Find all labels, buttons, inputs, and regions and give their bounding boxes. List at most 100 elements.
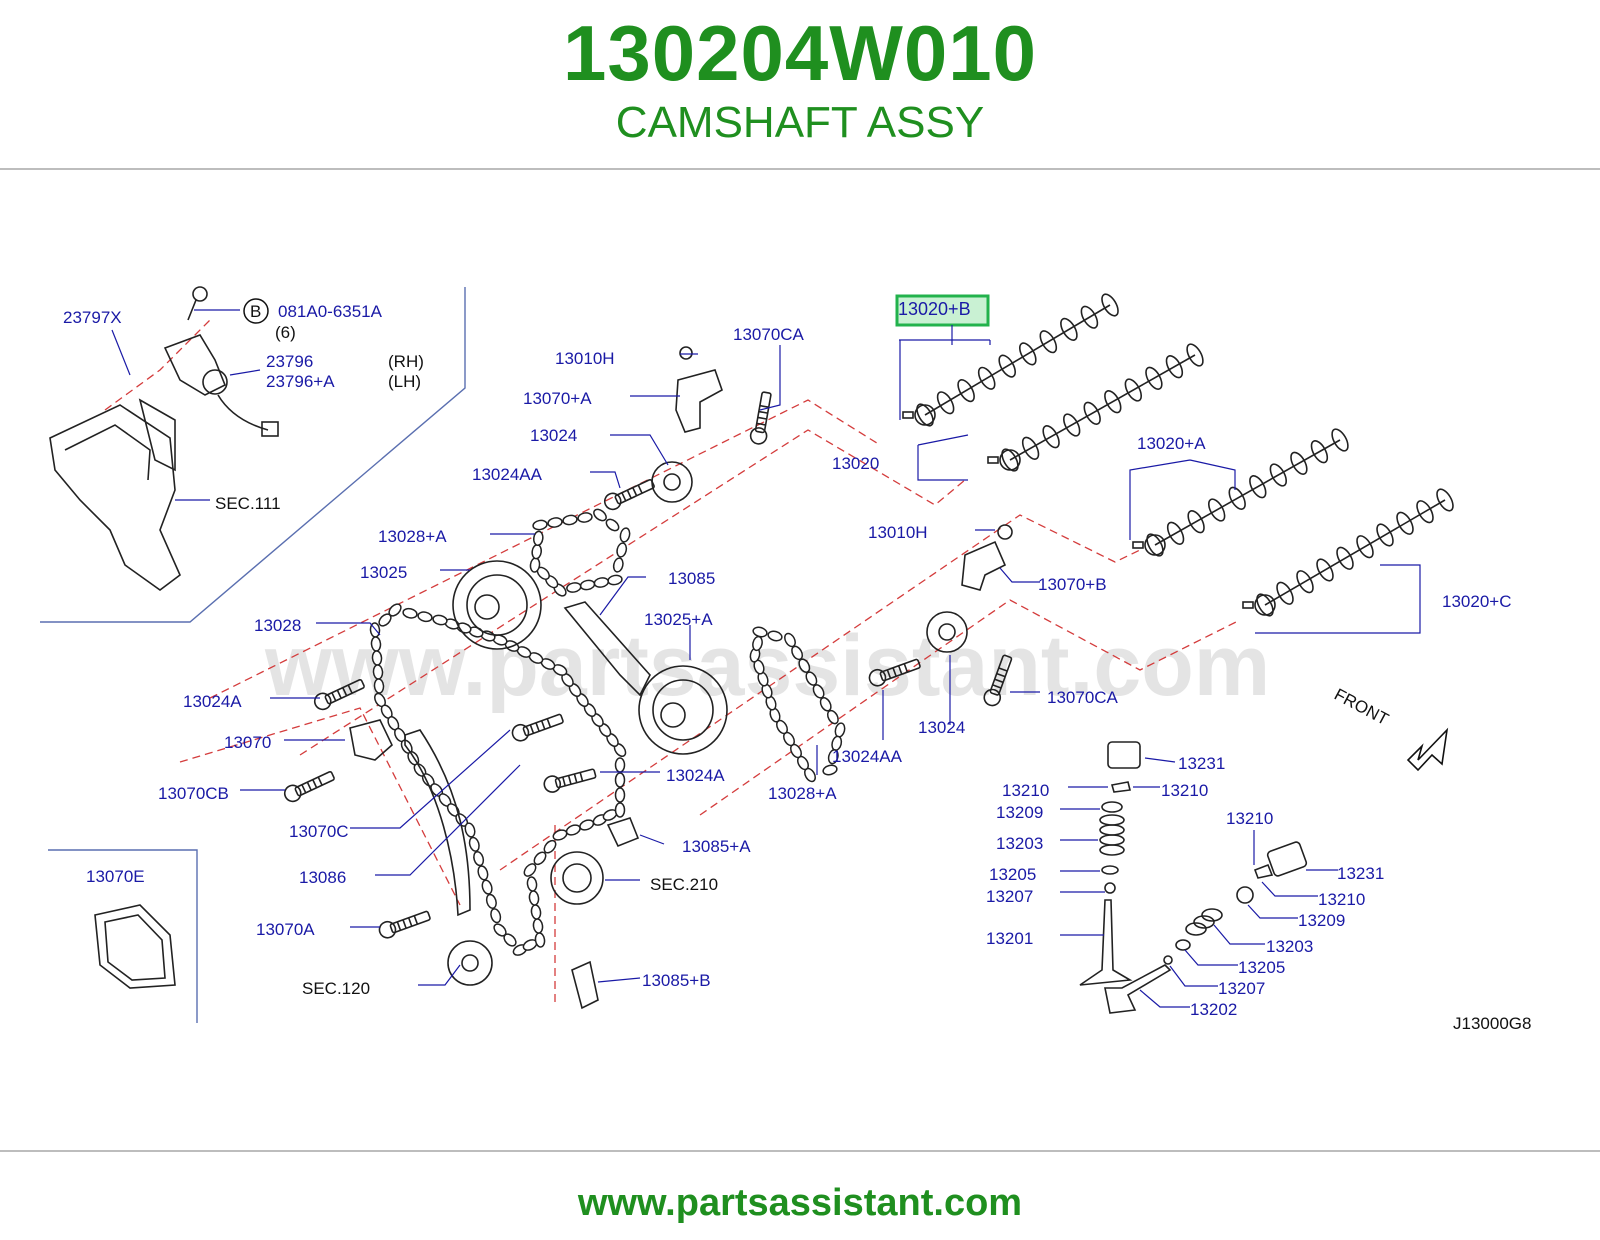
label-lh: (LH) [388,372,421,391]
tensioner-upper [675,346,723,433]
bolt [283,771,335,803]
chain-link-loop-right [749,626,846,783]
label-13201: 13201 [986,929,1033,948]
bracket-13085A [606,817,640,848]
camshaft-13020 [987,343,1204,472]
reference-line-a [209,399,881,699]
bolt [511,713,564,742]
intake-sprocket-right [638,665,728,755]
small-sprocket-right [926,611,968,653]
label-13070-plus-b: 13070+B [1038,575,1107,594]
label-13024aa-right: 13024AA [832,747,903,766]
label-13070a: 13070A [256,920,315,939]
highlight-box [895,294,990,327]
label-13024-right: 13024 [918,718,965,737]
label-13028-plus-a-right: 13028+A [768,784,837,803]
label-13020-plus-c: 13020+C [1442,592,1511,611]
label-13231-right: 13231 [1337,864,1384,883]
label-13231-left: 13231 [1178,754,1225,773]
label-13086: 13086 [299,868,346,887]
label-13025: 13025 [360,563,407,582]
label-13028-plus-a-left: 13028+A [378,527,447,546]
tensioner-13070 [349,719,393,761]
label-13210-d: 13210 [1318,890,1365,909]
label-13209-left: 13209 [996,803,1043,822]
label-13203-left: 13203 [996,834,1043,853]
label-13024a-middle: 13024A [666,766,725,785]
reference-line-b [299,429,966,756]
exhaust-sprocket-left [452,560,542,650]
part-name-subtitle: CAMSHAFT ASSY [615,98,985,147]
label-qty-6: (6) [275,323,296,342]
label-13207-right: 13207 [1218,979,1265,998]
label-13210-c: 13210 [1226,809,1273,828]
label-sec-111: SEC.111 [215,494,281,513]
camshaft-13020-plus-c [1242,488,1454,617]
label-13070: 13070 [224,733,271,752]
label-13202: 13202 [1190,1000,1237,1019]
crank-sprocket [447,940,493,986]
water-pump-part [550,851,604,905]
bolts [283,391,1013,939]
svg-text:B: B [250,302,261,321]
label-13070c: 13070C [289,822,349,841]
chain-link-loop-upper-left [529,508,631,597]
bolt [543,768,597,793]
label-081A0-6351A: 081A0-6351A [278,302,383,321]
label-23796-plus-a: 23796+A [266,372,335,391]
label-13205-left: 13205 [989,865,1036,884]
bolt [603,479,655,511]
gasket-13070E [94,904,176,989]
label-13085: 13085 [668,569,715,588]
label-13010h-right: 13010H [868,523,928,542]
bolt [983,654,1013,707]
label-rh: (RH) [388,352,424,371]
chain-guide-13085 [563,601,651,697]
label-13070e: 13070E [86,867,145,886]
label-23796: 23796 [266,352,313,371]
label-13070ca-right: 13070CA [1047,688,1119,707]
label-sec-210: SEC.210 [650,875,718,894]
camshafts [902,293,1454,617]
cam-position-sensor-part [163,286,279,437]
label-13070cb: 13070CB [158,784,229,803]
chain-link-loop-main [369,603,627,956]
label-13020-plus-a: 13020+A [1137,434,1206,453]
reference-line-c [499,514,1141,871]
bolt [378,910,431,939]
cover-bracket-part [49,398,181,591]
label-13024-upper: 13024 [530,426,577,445]
chain-guide-13086 [404,729,471,917]
label-13210-b: 13210 [1161,781,1208,800]
label-23797X: 23797X [63,308,122,327]
part-number-title: 130204W010 [562,9,1038,97]
label-13085-plus-a: 13085+A [682,837,751,856]
label-13070-plus-a: 13070+A [523,389,592,408]
page-header: 130204W010 CAMSHAFT ASSY [0,0,1600,168]
camshaft-13020-plus-b [902,293,1119,427]
label-13028: 13028 [254,616,301,635]
label-13024a-left: 13024A [183,692,242,711]
inset-frame-bottom-left [48,849,198,1023]
circle-b-marker: B [243,298,269,324]
label-13020-plus-b-highlighted: 13020+B [898,299,971,319]
camshaft-13020-plus-a [1132,428,1349,557]
part-labels: 23797X 081A0-6351A (6) 23796 23796+A (RH… [63,299,1531,1033]
svg-text:FRONT: FRONT [1331,685,1392,729]
label-13070ca-upper: 13070CA [733,325,805,344]
tensioner-right [961,524,1013,591]
reference-line-g [104,319,211,411]
reference-line-d [699,599,1241,816]
label-13085-plus-b: 13085+B [642,971,711,990]
footer-divider [0,1150,1600,1152]
bracket-13085B [571,960,599,1010]
label-13203-right: 13203 [1266,937,1313,956]
bolt [749,391,772,445]
label-13025-plus-a: 13025+A [644,610,713,629]
leader-lines [111,309,1421,1008]
label-13205-right: 13205 [1238,958,1285,977]
label-13210-a: 13210 [1002,781,1049,800]
inset-frame-top-left [40,287,466,623]
label-13024aa-upper: 13024AA [472,465,543,484]
footer-url[interactable]: www.partsassistant.com [577,1182,1023,1224]
